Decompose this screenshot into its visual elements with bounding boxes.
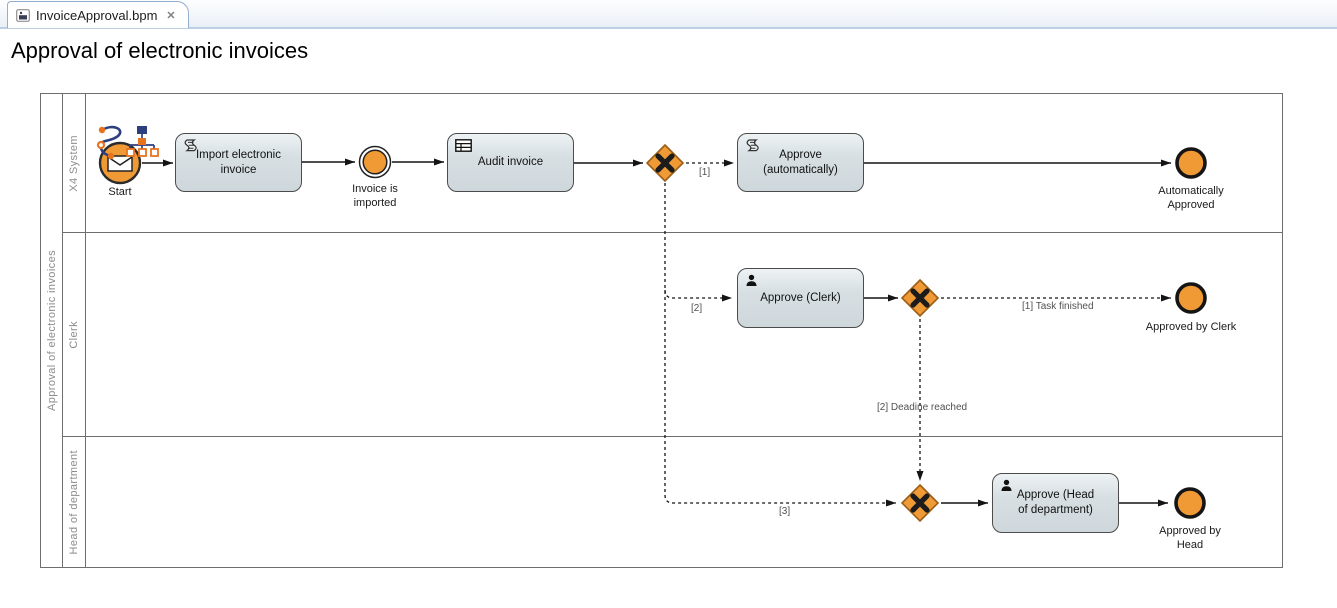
tab-close-icon[interactable]: ✕ xyxy=(166,9,176,22)
task-audit-invoice[interactable]: Audit invoice xyxy=(447,133,574,192)
exclusive-gateway-1[interactable] xyxy=(645,143,685,188)
condition-label-1: [1] xyxy=(699,167,711,178)
task-label: Approve (automatically) xyxy=(763,148,838,176)
task-label: Approve (Head of department) xyxy=(1016,489,1095,516)
script-icon xyxy=(183,139,198,152)
user-icon xyxy=(1000,479,1013,492)
intermediate-event-invoice-imported[interactable] xyxy=(357,144,393,185)
lane-label-head-of-department[interactable]: Head of department xyxy=(63,437,86,567)
process-path-icon xyxy=(92,123,132,170)
user-icon xyxy=(745,274,758,287)
end-event-approved-by-head[interactable] xyxy=(1172,485,1208,526)
end-event-label: Approved by Clerk xyxy=(1145,321,1237,333)
task-approve-automatically[interactable]: Approve (automatically) xyxy=(737,133,864,192)
editor-tab-bar: InvoiceApproval.bpm ✕ xyxy=(0,0,1337,29)
task-approve-head-of-department[interactable]: Approve (Head of department) xyxy=(992,473,1119,533)
exclusive-gateway-2[interactable] xyxy=(900,278,940,323)
bpmn-pool[interactable]: Approval of electronic invoices X4 Syste… xyxy=(40,93,1283,568)
exclusive-gateway-3[interactable] xyxy=(900,483,940,528)
start-event-label: Start xyxy=(108,186,132,198)
lane-x4-system[interactable] xyxy=(86,94,1282,233)
lane-label-x4-system[interactable]: X4 System xyxy=(63,94,86,233)
script-icon xyxy=(745,139,760,152)
condition-label-3: [3] xyxy=(779,506,791,517)
tab-title: InvoiceApproval.bpm xyxy=(36,7,158,23)
task-label: Audit invoice xyxy=(477,156,544,169)
org-chart-icon xyxy=(126,125,159,166)
task-finished-label: [1] Task finished xyxy=(1022,301,1094,312)
intermediate-event-label: Invoice is imported xyxy=(352,183,398,209)
end-event-label: Automatically Approved xyxy=(1158,185,1224,211)
lane-clerk[interactable] xyxy=(86,233,1282,437)
flow-gateway1-cond2[interactable] xyxy=(664,289,732,302)
lane-label-clerk[interactable]: Clerk xyxy=(63,233,86,437)
form-icon xyxy=(455,139,472,152)
end-event-automatically-approved[interactable] xyxy=(1173,145,1209,186)
end-event-approved-by-clerk[interactable] xyxy=(1173,280,1209,321)
task-import-electronic-invoice[interactable]: Import electronic invoice xyxy=(175,133,302,192)
task-label: Import electronic invoice xyxy=(195,148,281,176)
deadline-reached-label: [2] Deadine reached xyxy=(877,402,968,413)
message-envelope-icon xyxy=(107,155,133,172)
end-event-label: Approved by Head xyxy=(1159,525,1221,551)
task-label: Approve (Clerk) xyxy=(760,291,841,304)
task-approve-clerk[interactable]: Approve (Clerk) xyxy=(737,268,864,328)
flow-gateway1-cond3[interactable] xyxy=(664,183,896,507)
page-title: Approval of electronic invoices xyxy=(11,38,309,63)
editor-tab[interactable]: InvoiceApproval.bpm ✕ xyxy=(7,1,189,28)
bpm-file-icon xyxy=(16,8,30,22)
condition-label-2: [2] xyxy=(691,303,703,314)
pool-label[interactable]: Approval of electronic invoices xyxy=(41,94,63,567)
